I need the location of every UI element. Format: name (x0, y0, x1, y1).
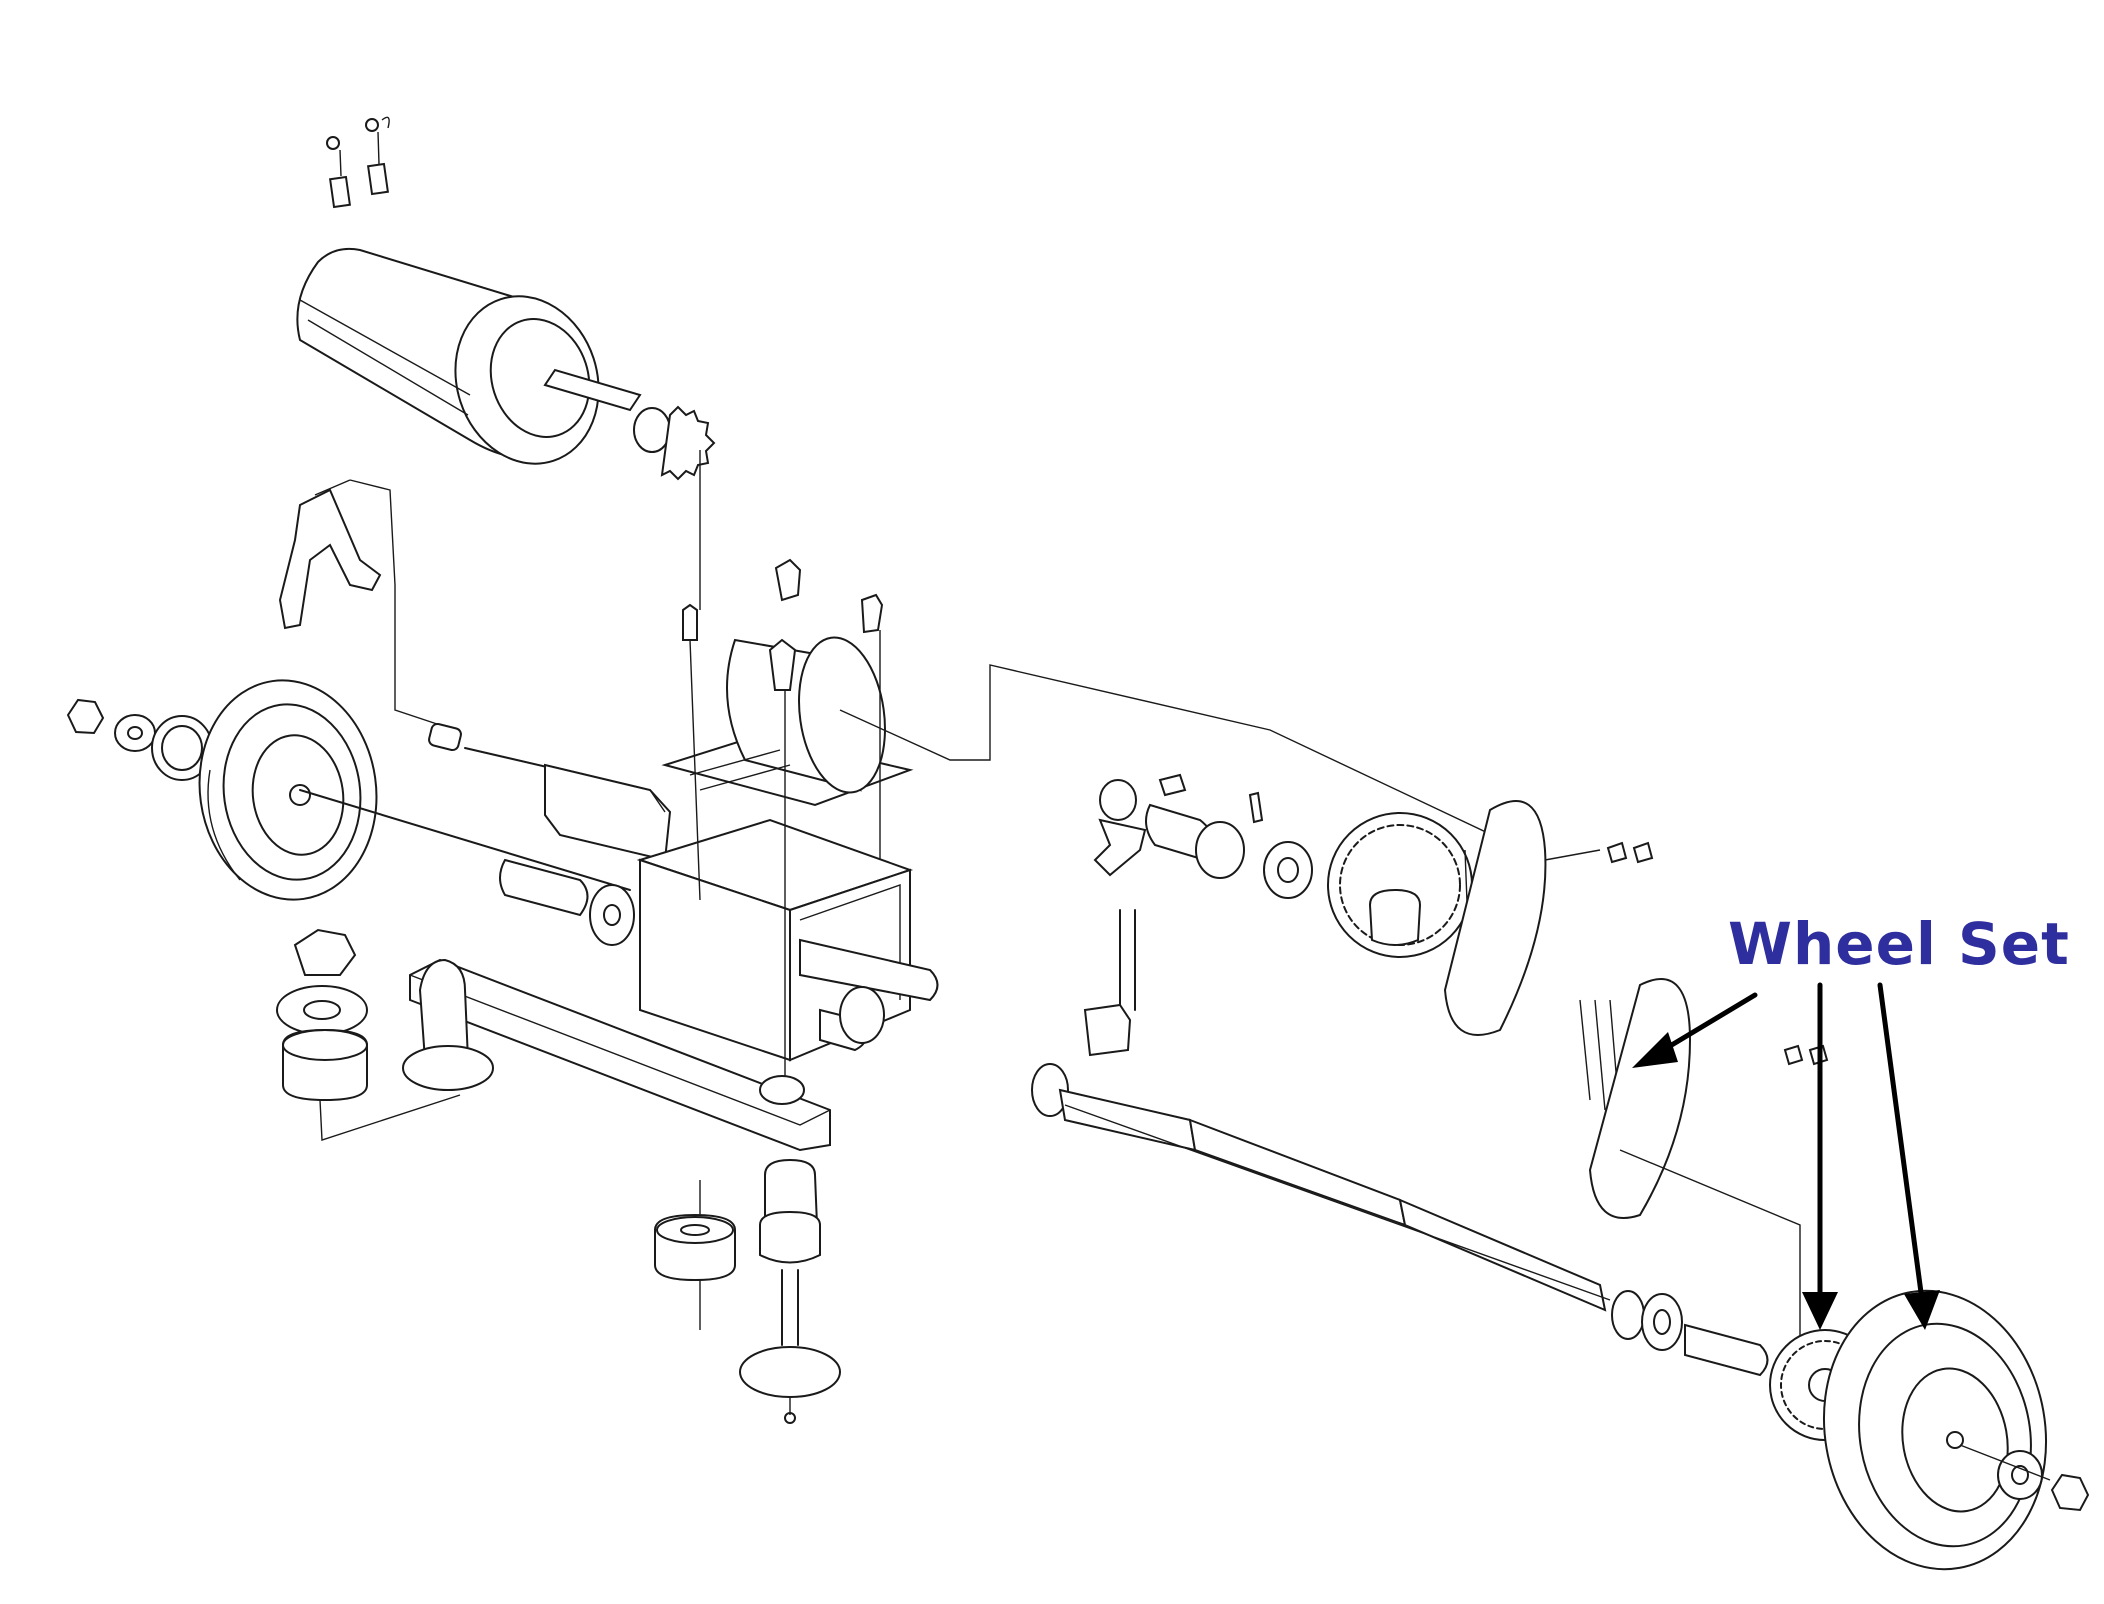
wheel-set-label: Wheel Set (1728, 910, 2070, 978)
caster-wheel-left (276, 928, 461, 1141)
caster-wheel-center (654, 1158, 841, 1424)
motor-brushes (326, 116, 390, 209)
motor (296, 247, 716, 610)
brake-lever (278, 479, 441, 726)
left-wheel-assembly (66, 679, 378, 901)
brake-link-assembly (1031, 773, 1313, 1117)
gearbox (636, 818, 939, 1062)
right-wheel-set (1769, 1289, 2090, 1571)
drive-sprocket-and-chain (1327, 800, 1829, 1420)
rear-axle (1058, 1088, 1769, 1377)
wheel-set-callout-arrows (1632, 982, 1940, 1330)
caster-fork-bar (402, 958, 831, 1152)
left-shaft-and-bracket (299, 722, 672, 946)
arrow-to-wheel (1877, 982, 1925, 1303)
